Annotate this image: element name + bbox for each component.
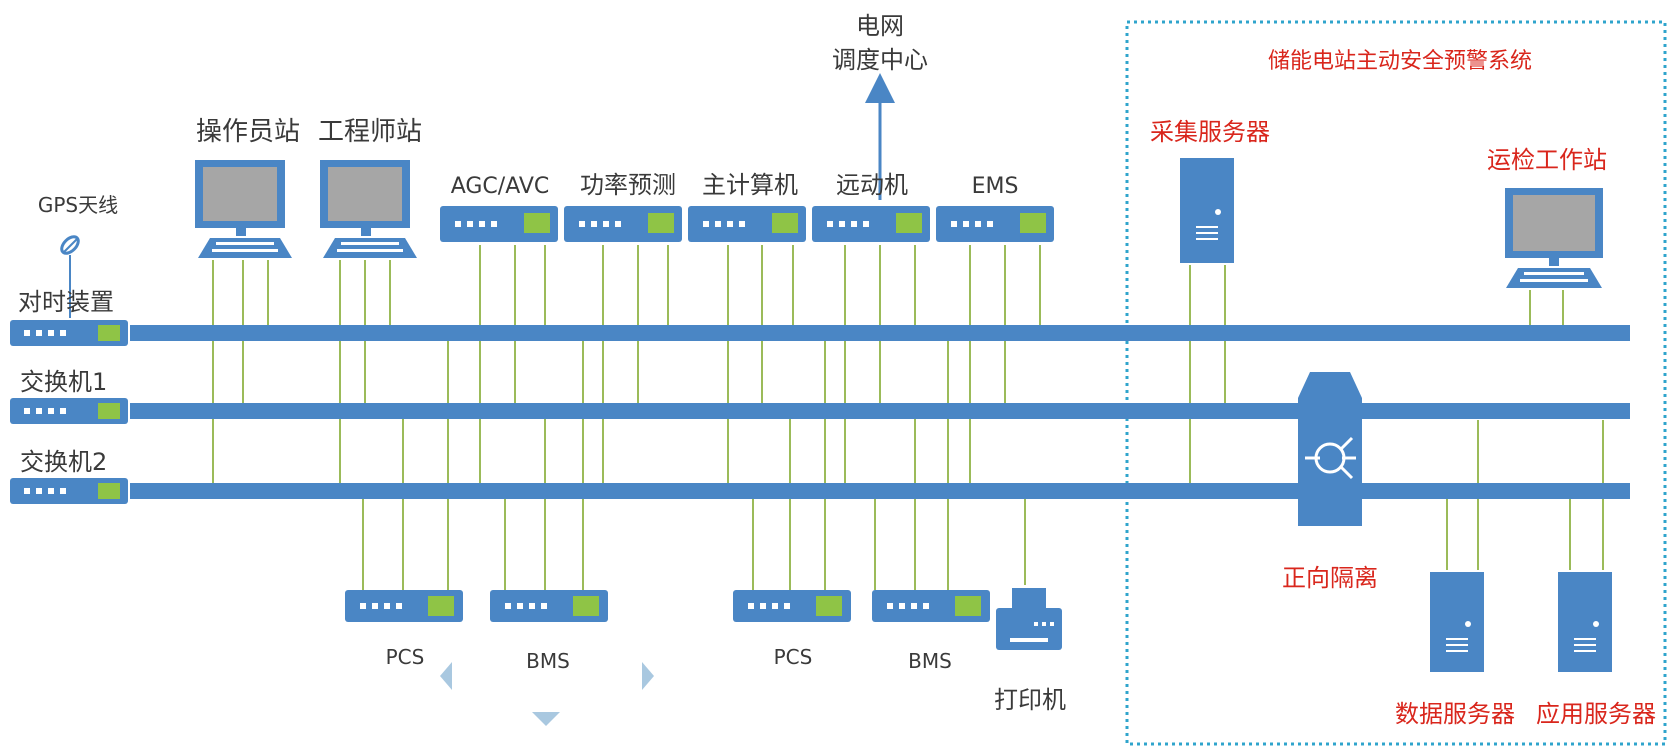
label-maintenance-station: 运检工作站 (1487, 146, 1607, 174)
maintenance-station-icon (1505, 188, 1603, 288)
label-bms-a: BMS (526, 649, 570, 673)
device-agc-avc (440, 206, 558, 242)
gps-antenna-icon (60, 235, 80, 318)
chevron-right-icon (642, 662, 654, 690)
link-lines (212, 245, 1604, 590)
label-pcs-a: PCS (386, 645, 425, 669)
data-server-icon (1430, 572, 1484, 672)
device-switch2 (10, 478, 128, 504)
label-collection-server: 采集服务器 (1150, 118, 1270, 146)
label-ems: EMS (972, 174, 1019, 199)
label-agc-avc: AGC/AVC (451, 174, 550, 199)
bus-time-sync (130, 325, 1630, 341)
engineer-station-icon (320, 160, 417, 258)
labels: 电网 调度中心 操作员站 工程师站 AGC/AVC 功率预测 主计算机 远动机 … (18, 12, 1066, 714)
label-forward-isolation: 正向隔离 (1282, 564, 1378, 592)
bus-switch2 (130, 483, 1630, 499)
label-gps-antenna: GPS天线 (38, 193, 118, 217)
label-power-forecast: 功率预测 (580, 171, 676, 199)
label-pcs-b: PCS (774, 645, 813, 669)
chevron-down-icon (532, 712, 560, 726)
device-main-computer (688, 206, 806, 242)
label-time-sync: 对时装置 (18, 288, 114, 316)
label-telecontrol: 远动机 (836, 171, 908, 199)
label-engineer-station: 工程师站 (318, 117, 422, 147)
device-power-forecast (564, 206, 682, 242)
operator-station-icon (195, 160, 292, 258)
device-switch1 (10, 398, 128, 424)
app-server-icon (1558, 572, 1612, 672)
printer-icon (996, 588, 1062, 650)
device-time-sync (10, 320, 128, 346)
label-switch2: 交换机2 (20, 448, 107, 476)
forward-isolation-icon (1298, 372, 1362, 526)
label-main-computer: 主计算机 (702, 171, 798, 199)
label-switch1: 交换机1 (20, 368, 107, 396)
device-pcs-b (733, 590, 851, 622)
label-app-server: 应用服务器 (1536, 700, 1656, 728)
safety-system-boundary (1125, 20, 1667, 746)
safety-labels: 储能电站主动安全预警系统 采集服务器 运检工作站 正向隔离 数据服务器 应用服务… (1150, 49, 1656, 728)
safety-system-title: 储能电站主动安全预警系统 (1268, 49, 1532, 74)
chevron-left-icon (440, 662, 452, 690)
device-bms-a (490, 590, 608, 622)
collection-server-icon (1180, 158, 1234, 263)
device-telecontrol (812, 206, 930, 242)
label-bms-b: BMS (908, 649, 952, 673)
label-operator-station: 操作员站 (196, 117, 300, 147)
label-grid-dispatch-2: 调度中心 (832, 46, 928, 74)
label-data-server: 数据服务器 (1395, 700, 1515, 728)
device-ems (936, 206, 1054, 242)
device-pcs-a (345, 590, 463, 622)
label-grid-dispatch-1: 电网 (856, 12, 904, 40)
network-buses (130, 325, 1630, 499)
label-printer: 打印机 (994, 686, 1066, 714)
bus-switch1 (130, 403, 1630, 419)
device-bms-b (872, 590, 990, 622)
